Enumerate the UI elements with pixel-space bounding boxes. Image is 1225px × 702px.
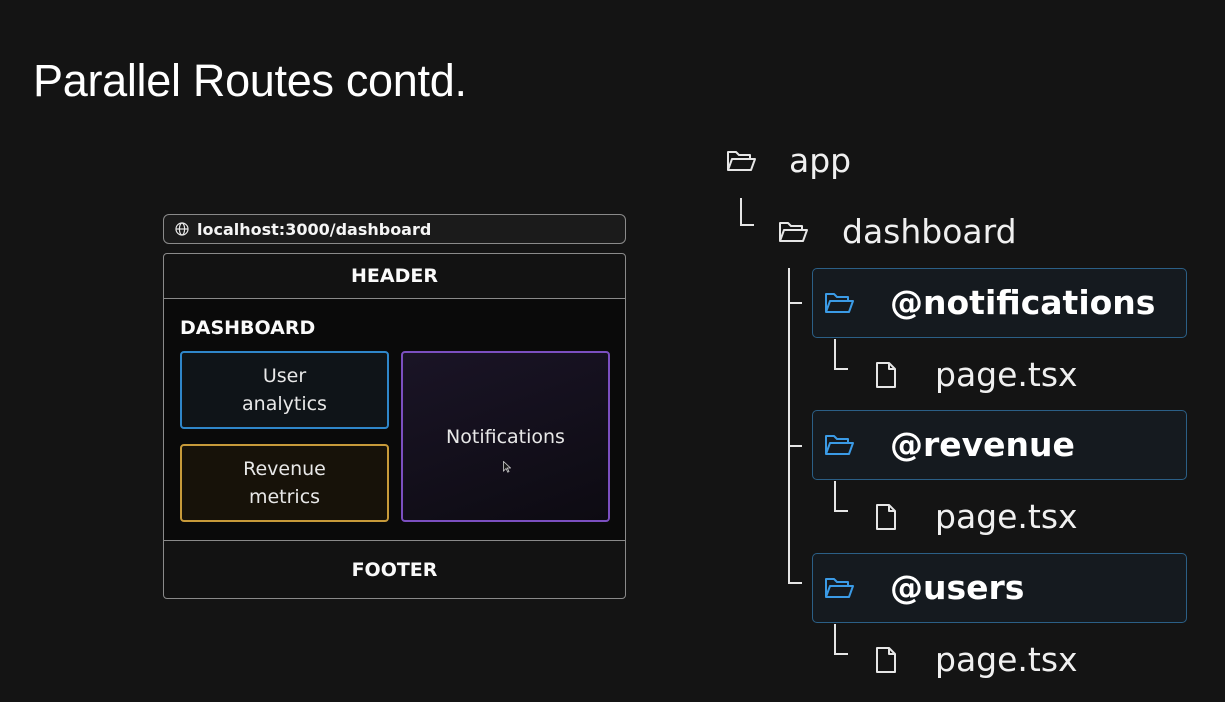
- tree-slot-notifications-label: @notifications: [890, 283, 1156, 322]
- layout-header: HEADER: [164, 254, 625, 299]
- tree-slot-users[interactable]: @users: [812, 553, 1187, 623]
- file-icon: [876, 504, 896, 530]
- tree-dashboard[interactable]: dashboard: [842, 212, 1017, 251]
- revenue-metrics-label: Revenue metrics: [243, 458, 326, 508]
- browser-viewport: HEADER DASHBOARD User analytics Revenue …: [163, 253, 626, 599]
- tree-connector: [834, 510, 848, 512]
- tree-slot-users-label: @users: [890, 568, 1025, 607]
- user-analytics-slot: User analytics: [180, 351, 389, 429]
- revenue-metrics-slot: Revenue metrics: [180, 444, 389, 522]
- tree-file-page-users[interactable]: page.tsx: [935, 640, 1078, 679]
- layout-footer: FOOTER: [164, 540, 625, 598]
- dashboard-area: DASHBOARD User analytics Revenue metrics…: [164, 299, 625, 541]
- tree-connector: [788, 302, 802, 304]
- tree-connector: [788, 445, 802, 447]
- user-analytics-label: User analytics: [242, 365, 327, 415]
- folder-open-icon: [727, 150, 756, 172]
- file-icon: [876, 647, 896, 673]
- mouse-cursor-icon: [503, 453, 512, 473]
- folder-open-icon: [825, 434, 854, 456]
- tree-file-page-revenue[interactable]: page.tsx: [935, 497, 1078, 536]
- tree-connector: [834, 368, 848, 370]
- tree-connector: [740, 198, 742, 225]
- address-url: localhost:3000/dashboard: [197, 219, 432, 239]
- folder-open-icon: [779, 221, 808, 243]
- tree-connector: [834, 339, 836, 369]
- tree-slot-revenue[interactable]: @revenue: [812, 410, 1187, 480]
- tree-connector: [834, 481, 836, 511]
- globe-icon: [175, 222, 189, 236]
- tree-connector: [788, 582, 802, 584]
- tree-app[interactable]: app: [789, 141, 852, 180]
- file-icon: [876, 362, 896, 388]
- tree-file-page-notifications[interactable]: page.tsx: [935, 355, 1078, 394]
- tree-connector: [834, 624, 836, 654]
- tree-connector: [834, 653, 848, 655]
- dashboard-label: DASHBOARD: [180, 317, 316, 339]
- slide-title: Parallel Routes contd.: [33, 55, 467, 106]
- tree-connector: [788, 268, 790, 583]
- address-bar[interactable]: localhost:3000/dashboard: [163, 214, 626, 244]
- folder-open-icon: [825, 577, 854, 599]
- notifications-label: Notifications: [446, 425, 565, 448]
- notifications-slot: Notifications: [401, 351, 610, 522]
- tree-connector: [740, 224, 754, 226]
- tree-slot-notifications[interactable]: @notifications: [812, 268, 1187, 338]
- folder-open-icon: [825, 292, 854, 314]
- tree-slot-revenue-label: @revenue: [890, 425, 1075, 464]
